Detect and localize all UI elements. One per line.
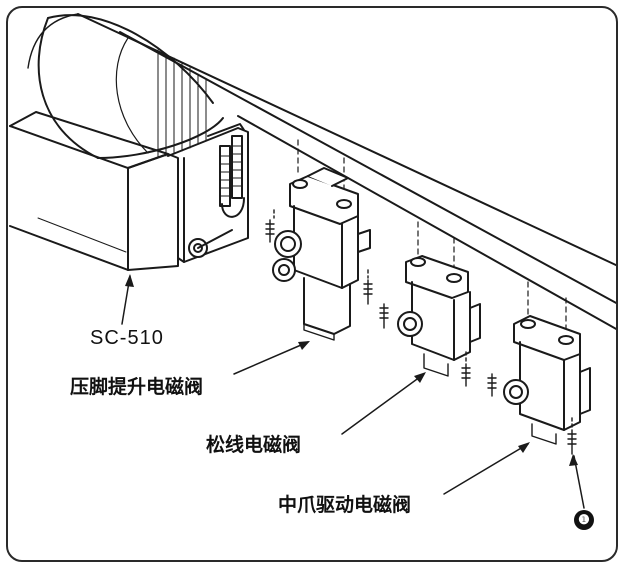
thread-release-solenoid-valve: [397, 221, 481, 377]
sc510-controller-box: [9, 111, 179, 271]
motor-cylinder: [27, 13, 224, 159]
screws: [265, 209, 577, 455]
middle-claw-drive-solenoid-label: 中爪驱动电磁阀: [278, 494, 412, 516]
screw-marker-badge: ❶: [574, 510, 594, 530]
figure-frame: SC-510 压脚提升电磁阀 松线电磁阀 中爪驱动电磁阀 ❶: [6, 6, 618, 562]
middle-claw-drive-solenoid-valve: [503, 281, 591, 445]
leader-arrowheads: [125, 274, 578, 466]
presser-foot-lift-solenoid-label: 压脚提升电磁阀: [70, 376, 204, 398]
mounting-bracket: [167, 123, 249, 263]
assembly-drawing: [9, 13, 616, 509]
thread-release-solenoid-label: 松线电磁阀: [206, 434, 302, 456]
presser-foot-lift-solenoid-valve: [272, 139, 371, 341]
machine-bed: [77, 13, 616, 331]
controller-label: SC-510: [90, 327, 164, 349]
